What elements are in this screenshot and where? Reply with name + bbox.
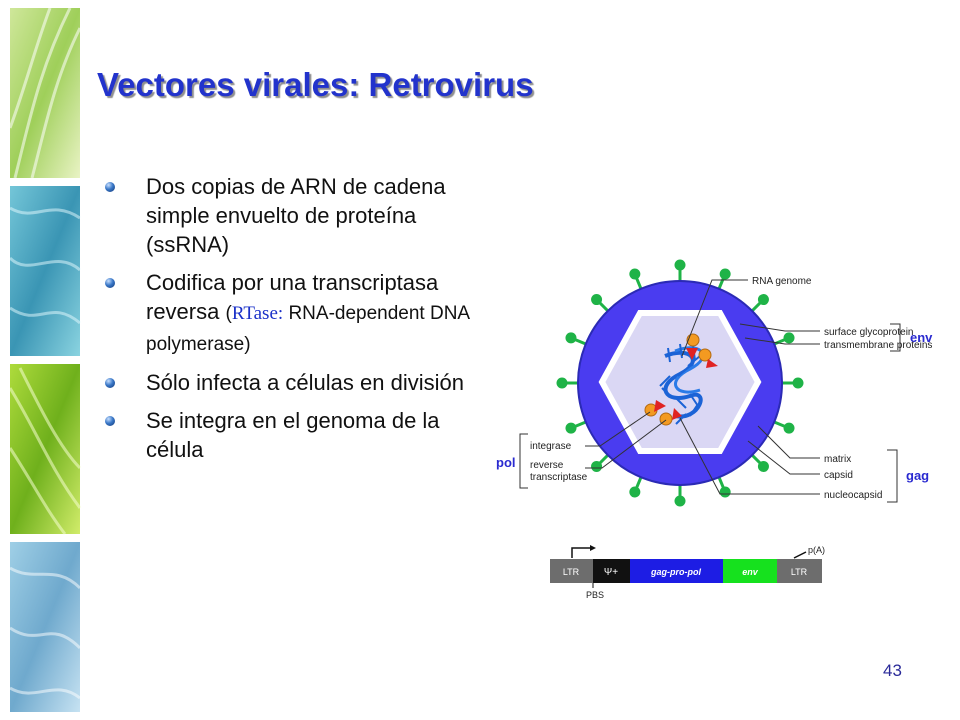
enzymes — [644, 333, 718, 426]
promoter-arrow — [571, 547, 590, 558]
spike-head — [629, 268, 641, 280]
sidebar-images — [8, 7, 82, 712]
bullet-list: Dos copias de ARN de cadena simple envue… — [104, 172, 484, 473]
enzyme-red — [654, 400, 666, 412]
label-matrix: matrix — [824, 454, 851, 465]
bullet-paren: ( — [225, 303, 232, 324]
bullet-text: Codifica por una transcriptasa reversa — [146, 270, 439, 324]
spike-head — [783, 332, 795, 344]
slide-title: Vectores virales: Retrovirus — [97, 66, 534, 103]
enzyme-red — [706, 359, 718, 368]
spike-head — [556, 377, 568, 389]
spike-head — [565, 332, 577, 344]
label-transcriptase: transcriptase — [530, 472, 588, 483]
enzyme-orange — [698, 348, 712, 362]
bullet-item: Se integra en el genoma de la célula — [104, 406, 484, 464]
genome-segment-psi — [593, 559, 630, 583]
brackets — [519, 323, 901, 503]
enzyme-red — [686, 348, 698, 360]
label-transmembrane-proteins: transmembrane proteins — [824, 340, 932, 351]
spike-head — [674, 495, 686, 507]
spike-head — [629, 486, 641, 498]
bullet-dot-icon — [105, 378, 115, 388]
enzyme-red — [672, 408, 682, 420]
page-number: 43 — [883, 661, 902, 680]
segment-label-ltr-left: LTR — [563, 567, 580, 577]
spike-group — [556, 259, 804, 507]
label-integrase: integrase — [530, 441, 572, 452]
label-rna-genome: RNA genome — [752, 276, 812, 287]
bullet-text: Dos copias de ARN de cadena simple envue… — [146, 174, 446, 257]
genome-segment-ltr-left — [550, 559, 593, 583]
bullet-rest: RNA-dependent DNA polymerase) — [146, 303, 470, 355]
spike-head — [591, 460, 603, 472]
sidebar-tile-4 — [10, 542, 80, 712]
label-nucleocapsid: nucleocapsid — [824, 490, 882, 501]
genome-segment-gag-pro-pol — [630, 559, 723, 583]
capsid-hexagon — [598, 310, 762, 454]
decorative-sidebar — [8, 7, 82, 712]
bullet-dot-icon — [105, 182, 115, 192]
spike-head — [783, 422, 795, 434]
leader-lines — [585, 279, 820, 495]
label-capsid: capsid — [824, 470, 853, 481]
label-pbs: PBS — [586, 590, 604, 600]
genome-map: p(A) LTR Ψ+ gag-pro-pol env LTR PBS — [550, 545, 825, 600]
virion-labels: RNA genome surface glycoprotein transmem… — [496, 276, 933, 501]
label-pol: pol — [496, 455, 516, 470]
bullet-item: Sólo infecta a células en división — [104, 368, 484, 397]
spike-head — [565, 422, 577, 434]
bullet-dot-icon — [105, 416, 115, 426]
label-surface-glycoprotein: surface glycoprotein — [824, 327, 914, 338]
label-env: env — [910, 330, 933, 345]
bullet-dot-icon — [105, 278, 115, 288]
segment-label-ltr-right: LTR — [791, 567, 808, 577]
spike-head — [719, 486, 731, 498]
bullet-item: Codifica por una transcriptasa reversa (… — [104, 268, 484, 359]
label-gag: gag — [906, 468, 929, 483]
spike-head — [757, 294, 769, 306]
bullet-text: Se integra en el genoma de la célula — [146, 408, 440, 462]
bullet-text: Sólo infecta a células en división — [146, 370, 464, 395]
spike-head — [792, 377, 804, 389]
spike-head — [757, 460, 769, 472]
label-reverse: reverse — [530, 460, 564, 471]
bullet-accent: RTase: — [231, 303, 284, 324]
genome-segment-env — [723, 559, 777, 583]
spike-head — [674, 259, 686, 271]
promoter-arrow-head — [590, 545, 596, 551]
segment-label-psi: Ψ+ — [604, 567, 618, 578]
genome-segment-ltr-right — [777, 559, 822, 583]
spike-head — [719, 268, 731, 280]
retrovirus-diagram: RNA genome surface glycoprotein transmem… — [496, 259, 933, 600]
bullet-item: Dos copias de ARN de cadena simple envue… — [104, 172, 484, 259]
segment-label-gag-pro-pol: gag-pro-pol — [650, 567, 701, 577]
polya-line — [793, 551, 807, 559]
sidebar-tile-2 — [10, 186, 80, 356]
spike-head — [591, 294, 603, 306]
label-polya: p(A) — [808, 545, 825, 555]
segment-label-env: env — [742, 567, 759, 577]
